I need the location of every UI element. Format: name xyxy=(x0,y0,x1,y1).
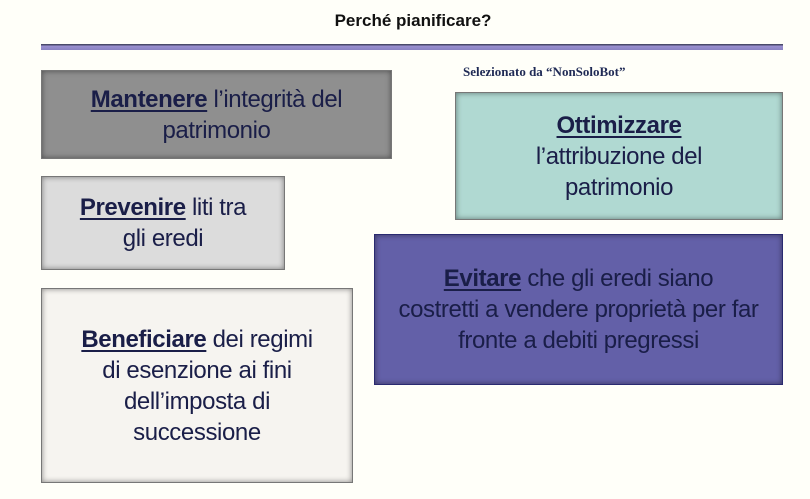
box-text: patrimonio xyxy=(162,116,271,144)
slide-title: Perché pianificare? xyxy=(334,11,492,30)
title-divider xyxy=(41,44,783,50)
box-keyword: Prevenire xyxy=(79,194,186,221)
box-mantenere: Mantenere l’integrità del patrimonio xyxy=(41,70,392,159)
box-prevenire: Prevenire liti tra gli eredi xyxy=(41,176,285,270)
box-text: di esenzione ai fini dell’imposta di suc… xyxy=(102,356,292,446)
box-beneficiare: Beneficiare dei regimi di esenzione ai fi… xyxy=(41,288,353,483)
box-text: liti tra xyxy=(185,194,247,221)
box-keyword: Beneficiare xyxy=(81,325,207,353)
box-keyword: Evitare xyxy=(443,265,522,292)
box-ottimizzare: Ottimizzare l’attribuzione del patrimonio xyxy=(455,92,783,220)
box-evitare: Evitare che gli eredi siano costretti a v… xyxy=(374,234,783,385)
box-keyword: Ottimizzare xyxy=(556,111,682,139)
box-text: gli eredi xyxy=(122,225,204,252)
box-text: l’integrità del xyxy=(207,85,343,113)
box-text: l’attribuzione del patrimonio xyxy=(535,142,703,201)
box-text: costretti a vendere proprietà per far fr… xyxy=(398,296,759,354)
credit-text: Selezionato da “NonSoloBot” xyxy=(463,64,626,79)
box-keyword: Mantenere xyxy=(90,85,208,113)
box-text: dei regimi xyxy=(206,325,313,353)
box-text: che gli eredi siano xyxy=(521,265,714,292)
